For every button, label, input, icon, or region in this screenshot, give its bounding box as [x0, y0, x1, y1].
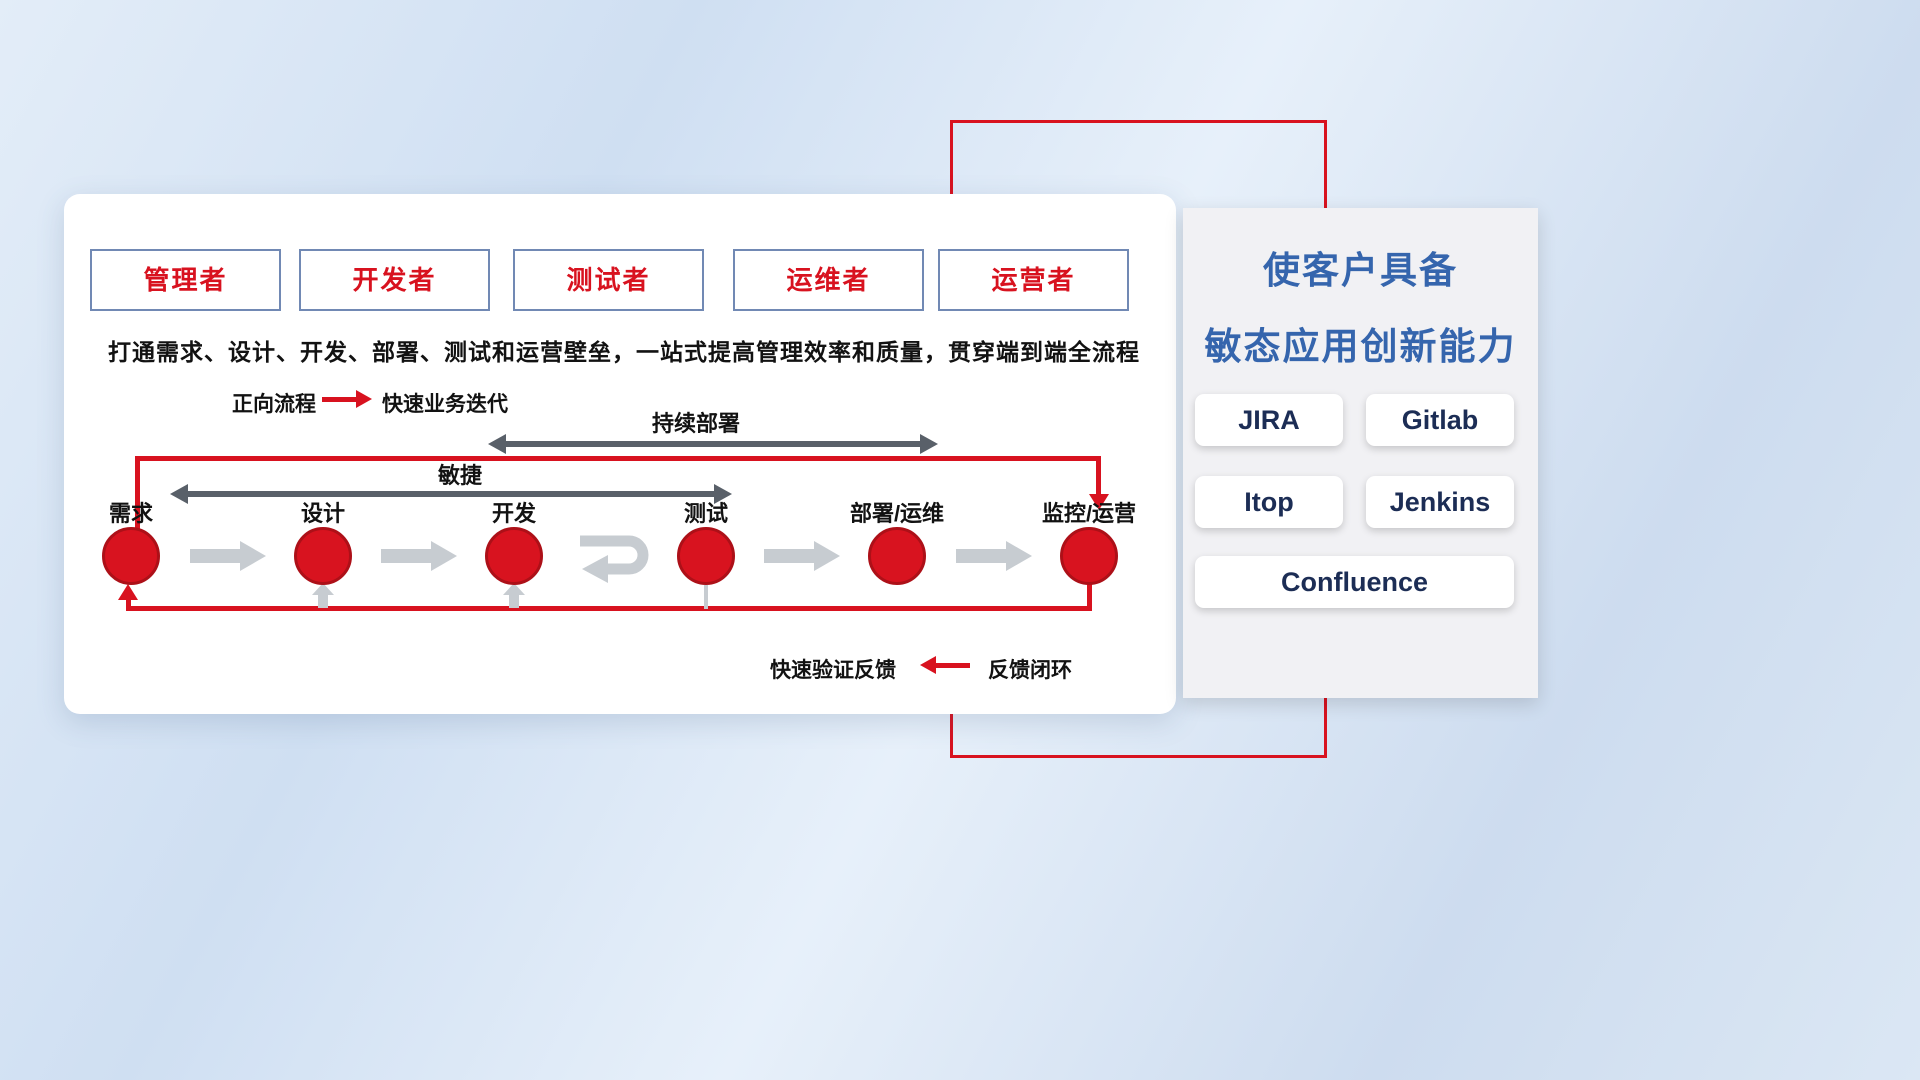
stage-label-test: 测试 [683, 501, 728, 526]
role-box-tester: 测试者 [513, 249, 704, 311]
stage-node-test [677, 527, 735, 585]
stage-label-requirement: 需求 [108, 501, 153, 526]
arrowhead-left-icon [170, 484, 188, 504]
panel-title-line1: 使客户具备 [1263, 250, 1458, 291]
forward-legend-label: 正向流程 [232, 393, 316, 416]
feedback-tap-line [509, 594, 519, 608]
feedback-tap-arrowhead-icon [503, 583, 525, 595]
stage-label-monitor-op: 监控/运营 [1041, 501, 1137, 526]
feedback-loop-right-line [1087, 584, 1092, 609]
continuous-deploy-arrow [488, 434, 938, 454]
forward-legend-desc: 快速业务迭代 [382, 393, 508, 416]
flow-arrow-icon [956, 541, 1032, 571]
flow-arrow-icon [190, 541, 266, 571]
tool-badge-itop: Itop [1195, 476, 1343, 528]
capability-panel [1183, 208, 1538, 698]
forward-loop-top-line [135, 456, 1101, 461]
card-subtitle: 打通需求、设计、开发、部署、测试和运营壁垒，一站式提高管理效率和质量，贯穿端到端… [108, 339, 1140, 365]
arrowhead-right-icon [920, 434, 938, 454]
tool-badge-confluence: Confluence [1195, 556, 1514, 608]
feedback-tap-line [318, 594, 328, 608]
feedback-tap-arrowhead-icon [312, 583, 334, 595]
stage-node-develop [485, 527, 543, 585]
panel-title-line2: 敏态应用创新能力 [1204, 326, 1517, 367]
flow-arrow-icon [764, 541, 840, 571]
agile-label: 敏捷 [438, 463, 483, 488]
role-box-operator: 运营者 [938, 249, 1129, 311]
feedback-legend-label: 反馈闭环 [988, 659, 1072, 682]
feedback-legend-arrowhead-icon [920, 656, 936, 674]
stage-label-design: 设计 [300, 501, 345, 526]
feedback-loop-arrowhead-icon [118, 584, 138, 600]
role-box-manager: 管理者 [90, 249, 281, 311]
feedback-legend-arrow [936, 663, 970, 668]
flow-arrow-icon [381, 541, 457, 571]
forward-loop-left-line [135, 456, 140, 536]
stage-label-develop: 开发 [491, 501, 536, 526]
arrowhead-right-icon [714, 484, 732, 504]
arrowhead-left-icon [488, 434, 506, 454]
forward-loop-right-line [1096, 456, 1101, 496]
forward-legend-arrowhead-icon [356, 390, 372, 408]
arrow-line [502, 441, 924, 447]
agile-arrow [170, 484, 732, 504]
feedback-desc: 快速验证反馈 [770, 659, 896, 682]
role-box-developer: 开发者 [299, 249, 490, 311]
feedback-loop-bottom-line [126, 606, 1092, 611]
stage-node-requirement [102, 527, 160, 585]
tool-badge-gitlab: Gitlab [1366, 394, 1514, 446]
iterate-loop-arrow-icon [572, 528, 656, 591]
forward-legend-arrow [322, 397, 356, 402]
feedback-loop-left-line [126, 598, 131, 610]
feedback-tap-line [704, 585, 708, 609]
stage-node-monitor-op [1060, 527, 1118, 585]
arrow-line [184, 491, 718, 497]
tool-badge-jira: JIRA [1195, 394, 1343, 446]
stage-node-design [294, 527, 352, 585]
tool-badge-jenkins: Jenkins [1366, 476, 1514, 528]
forward-loop-arrowhead-icon [1089, 494, 1109, 510]
stage-node-deploy-ops [868, 527, 926, 585]
continuous-deploy-label: 持续部署 [652, 411, 741, 436]
stage-label-deploy-ops: 部署/运维 [849, 501, 945, 526]
role-box-ops: 运维者 [733, 249, 924, 311]
